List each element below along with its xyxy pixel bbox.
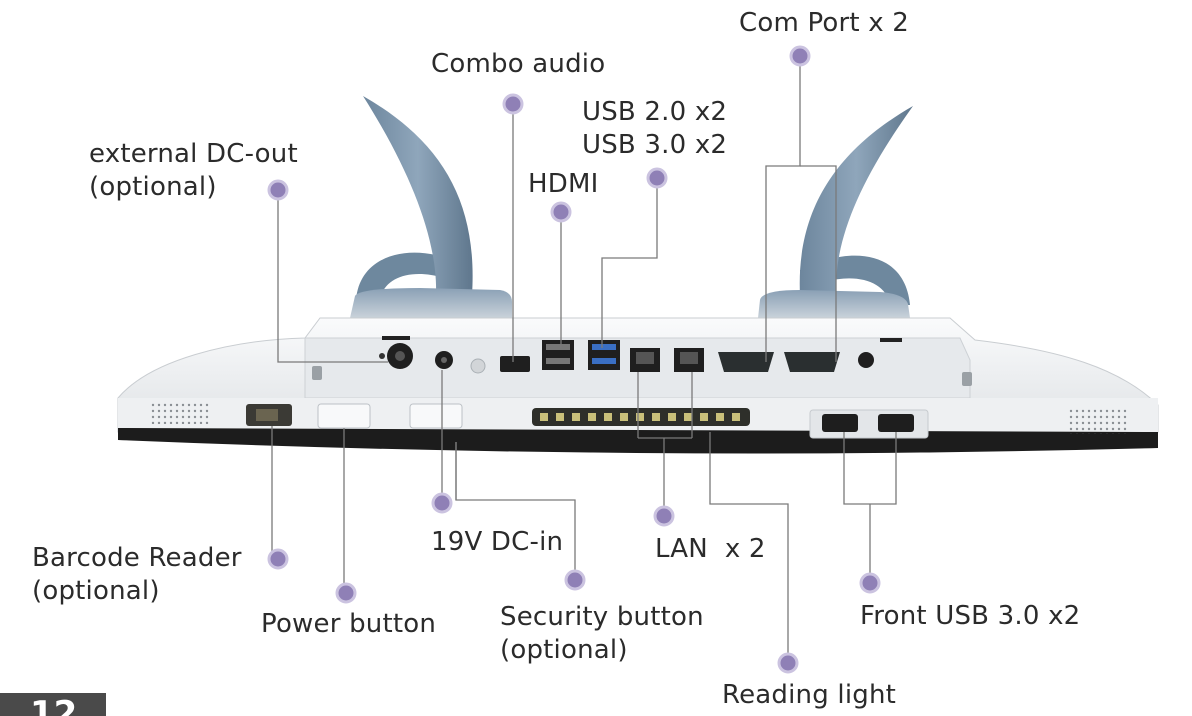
label-front-usb: Front USB 3.0 x2 — [860, 601, 1081, 631]
label-reading-light: Reading light — [722, 680, 897, 710]
label-usb-rear: USB 2.0 x2 USB 3.0 x2 — [582, 97, 728, 160]
callout-dots — [267, 45, 881, 674]
stand-hub-right — [758, 290, 910, 318]
dot-front-usb — [859, 572, 881, 594]
stand-blade-right — [799, 106, 913, 295]
dot-barcode — [267, 548, 289, 570]
leader-com-port — [765, 56, 801, 362]
dot-lan — [653, 505, 675, 527]
page-number-tab: 12 — [0, 693, 106, 716]
power-button — [317, 403, 371, 429]
leader-barcode — [271, 426, 278, 560]
reading-light-leds — [540, 413, 740, 421]
dot-com-port — [789, 45, 811, 67]
dot-dc-in — [431, 492, 453, 514]
leader-reading-light — [709, 432, 789, 663]
com-port-2 — [784, 352, 840, 372]
dot-power — [335, 582, 357, 604]
leader-front-usb — [843, 432, 897, 583]
security-button — [409, 403, 463, 429]
speaker-grill-right — [1068, 408, 1128, 434]
dot-combo-audio — [502, 93, 524, 115]
stand-hub-left — [350, 288, 512, 318]
label-dc-in: 19V DC-in — [431, 527, 564, 557]
dot-reading-light — [777, 652, 799, 674]
dot-usb-rear — [646, 167, 668, 189]
leader-dc-out — [277, 190, 388, 363]
front-usb-port-1 — [822, 414, 858, 432]
speaker-grill-left — [150, 402, 210, 424]
dot-security — [564, 569, 586, 591]
label-hdmi: HDMI — [528, 169, 599, 199]
label-lan: LAN x 2 — [655, 534, 766, 564]
label-power: Power button — [261, 609, 437, 639]
stand-blade-left — [363, 96, 473, 295]
leader-usb-rear — [601, 178, 658, 348]
com-port-1 — [718, 352, 774, 372]
dot-dc-out — [267, 179, 289, 201]
leader-power — [343, 428, 346, 594]
dot-hdmi — [550, 201, 572, 223]
front-usb-port-2 — [878, 414, 914, 432]
page-number: 12 — [30, 694, 78, 716]
label-security: Security button (optional) — [500, 602, 704, 665]
audio-port-area — [500, 356, 530, 372]
label-combo-audio: Combo audio — [431, 49, 606, 79]
leader-security — [455, 442, 457, 500]
label-com-port: Com Port x 2 — [739, 8, 910, 38]
label-barcode: Barcode Reader (optional) — [32, 543, 242, 606]
label-dc-out: external DC-out (optional) — [89, 139, 298, 202]
leader-lan — [637, 372, 693, 516]
